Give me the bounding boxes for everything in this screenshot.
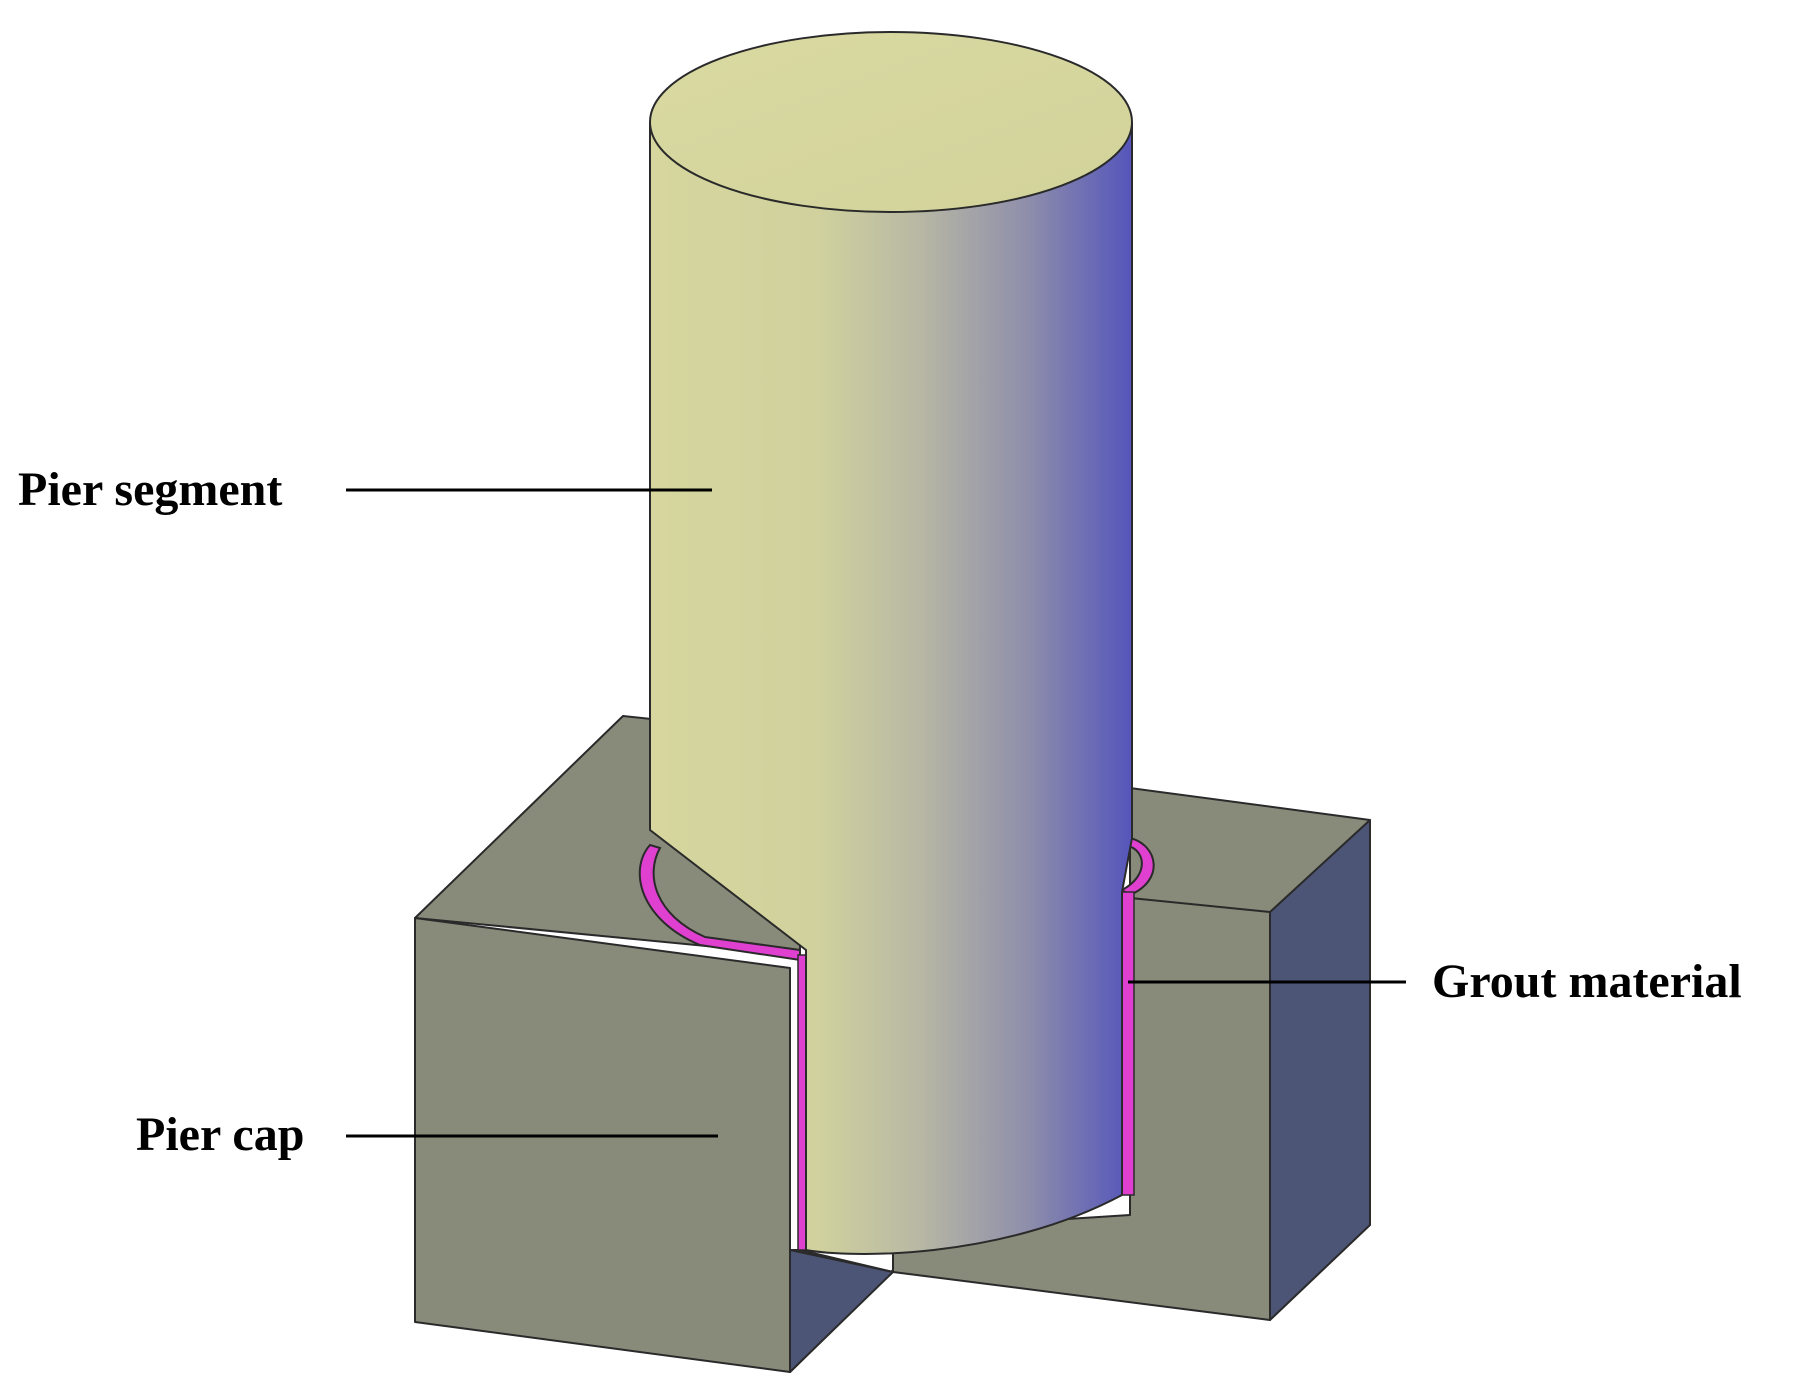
pier-segment [649, 31, 1133, 1255]
label-pier-segment: Pier segment [18, 463, 282, 516]
pier-segment-top [649, 31, 1133, 213]
grout-strip-left [797, 954, 807, 1251]
pier-cap-front-left [414, 917, 791, 1373]
label-grout-material: Grout material [1432, 955, 1742, 1008]
pier-cap-inner-side-left [789, 1249, 894, 1373]
label-pier-cap: Pier cap [136, 1108, 304, 1161]
grout-strip-right [1121, 891, 1135, 1196]
pier-segment-body [649, 121, 1133, 1255]
